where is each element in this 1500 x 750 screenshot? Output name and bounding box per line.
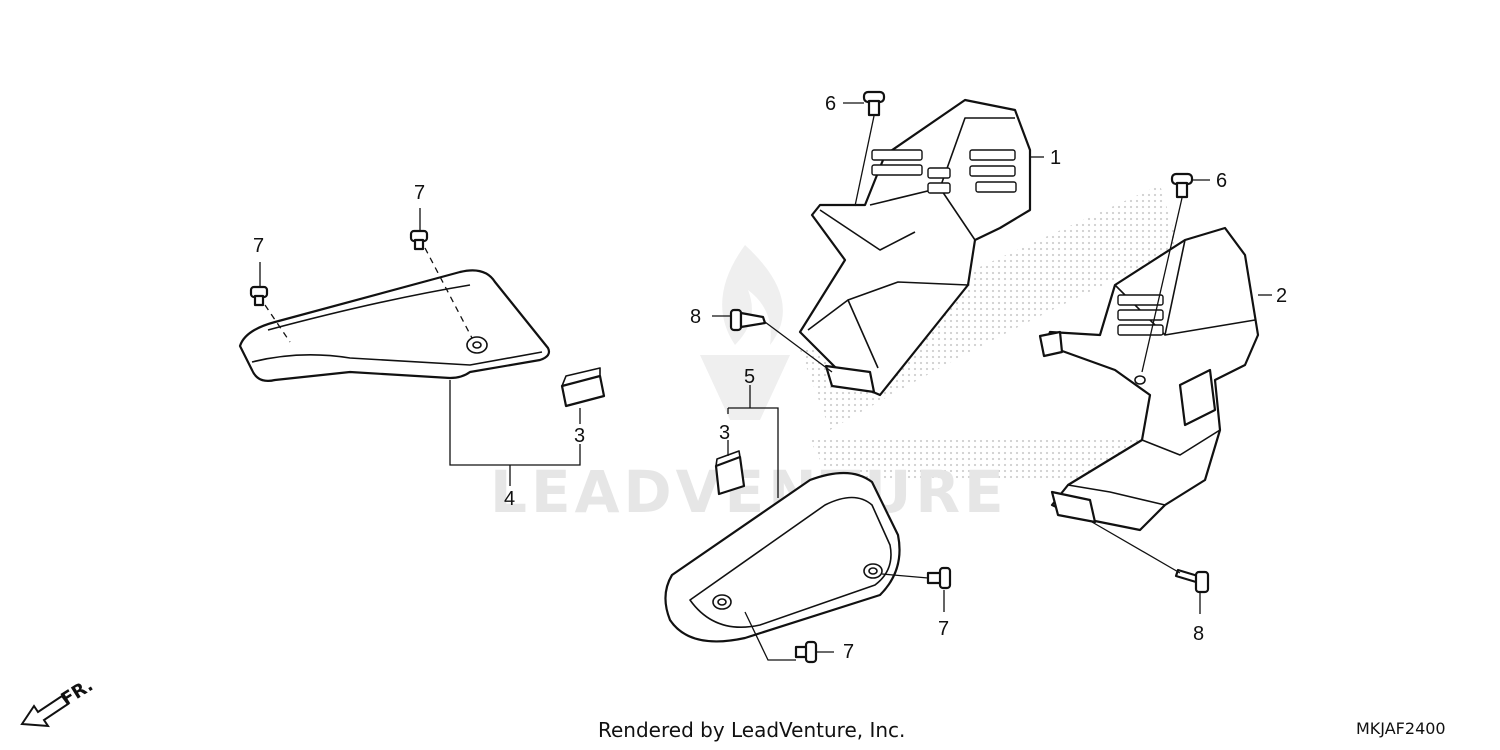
screw-7-left-b — [409, 229, 429, 251]
footer-credit: Rendered by LeadVenture, Inc. — [598, 718, 906, 742]
callout-7-left-b: 7 — [414, 182, 425, 204]
seal-3-left — [560, 367, 606, 408]
screw-6-top — [862, 90, 886, 117]
callout-2: 2 — [1276, 285, 1287, 307]
callout-8-left: 8 — [690, 306, 701, 328]
diagram-code: MKJAF2400 — [1356, 719, 1446, 738]
callout-7-center-right: 7 — [938, 618, 949, 640]
part-2-right-cover — [1038, 226, 1260, 532]
screw-7-center-bottom — [794, 640, 818, 664]
screw-8-left — [729, 308, 767, 332]
part-5-lower-cover — [664, 471, 901, 643]
callout-7-center-bottom: 7 — [843, 641, 854, 663]
callout-5: 5 — [744, 366, 755, 388]
screw-7-center-right — [926, 566, 952, 590]
front-arrow-icon — [20, 694, 70, 728]
callouts: 1 2 3 3 4 5 6 6 7 7 7 7 8 8 — [253, 93, 1287, 663]
callout-4: 4 — [504, 488, 515, 510]
callout-8-right: 8 — [1193, 623, 1204, 645]
screw-7-left-a — [249, 285, 269, 307]
callout-6-right: 6 — [1216, 170, 1227, 192]
screw-8-right — [1174, 568, 1210, 594]
watermark-v-mark — [700, 355, 790, 420]
part-4-left-cover — [238, 269, 551, 382]
part-1-upper-cover — [798, 98, 1032, 397]
watermark-wing-lower — [810, 440, 1160, 480]
callout-6-top: 6 — [825, 93, 836, 115]
callout-1: 1 — [1050, 147, 1061, 169]
front-indicator: FR. — [20, 675, 97, 728]
callout-3-left: 3 — [574, 425, 585, 447]
watermark-text: LEADVENTURE — [490, 458, 1008, 526]
screw-6-right — [1170, 172, 1194, 199]
callout-7-left-a: 7 — [253, 235, 264, 257]
callout-3-center: 3 — [719, 422, 730, 444]
